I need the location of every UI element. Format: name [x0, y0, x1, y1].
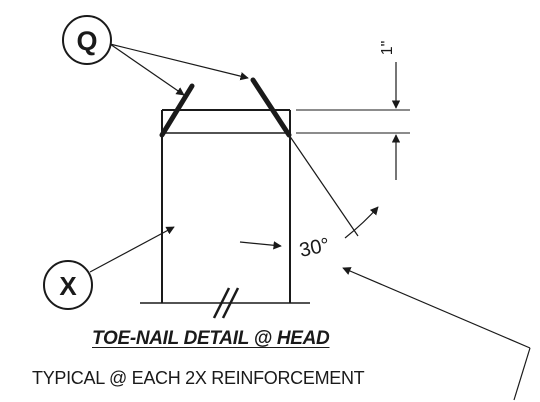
callout-q: Q	[62, 15, 249, 96]
toe-nails	[159, 77, 292, 138]
callout-x-text: X	[59, 271, 77, 301]
stud-outline	[161, 109, 291, 303]
toe-nail-right	[250, 77, 292, 138]
toe-nail-left	[159, 83, 195, 138]
angle-dimension: 30°	[239, 134, 379, 262]
angle-label: 30°	[297, 234, 331, 262]
vertical-dimension: 1"	[296, 41, 410, 180]
callout-q-text: Q	[76, 26, 97, 56]
section-leader	[342, 267, 531, 401]
dimension-label: 1"	[379, 41, 396, 56]
callout-x: X	[43, 226, 175, 310]
detail-subtitle: TYPICAL @ EACH 2X REINFORCEMENT	[32, 368, 365, 388]
detail-title: TOE-NAIL DETAIL @ HEAD	[92, 328, 330, 349]
bottom-line-with-break	[140, 287, 310, 319]
